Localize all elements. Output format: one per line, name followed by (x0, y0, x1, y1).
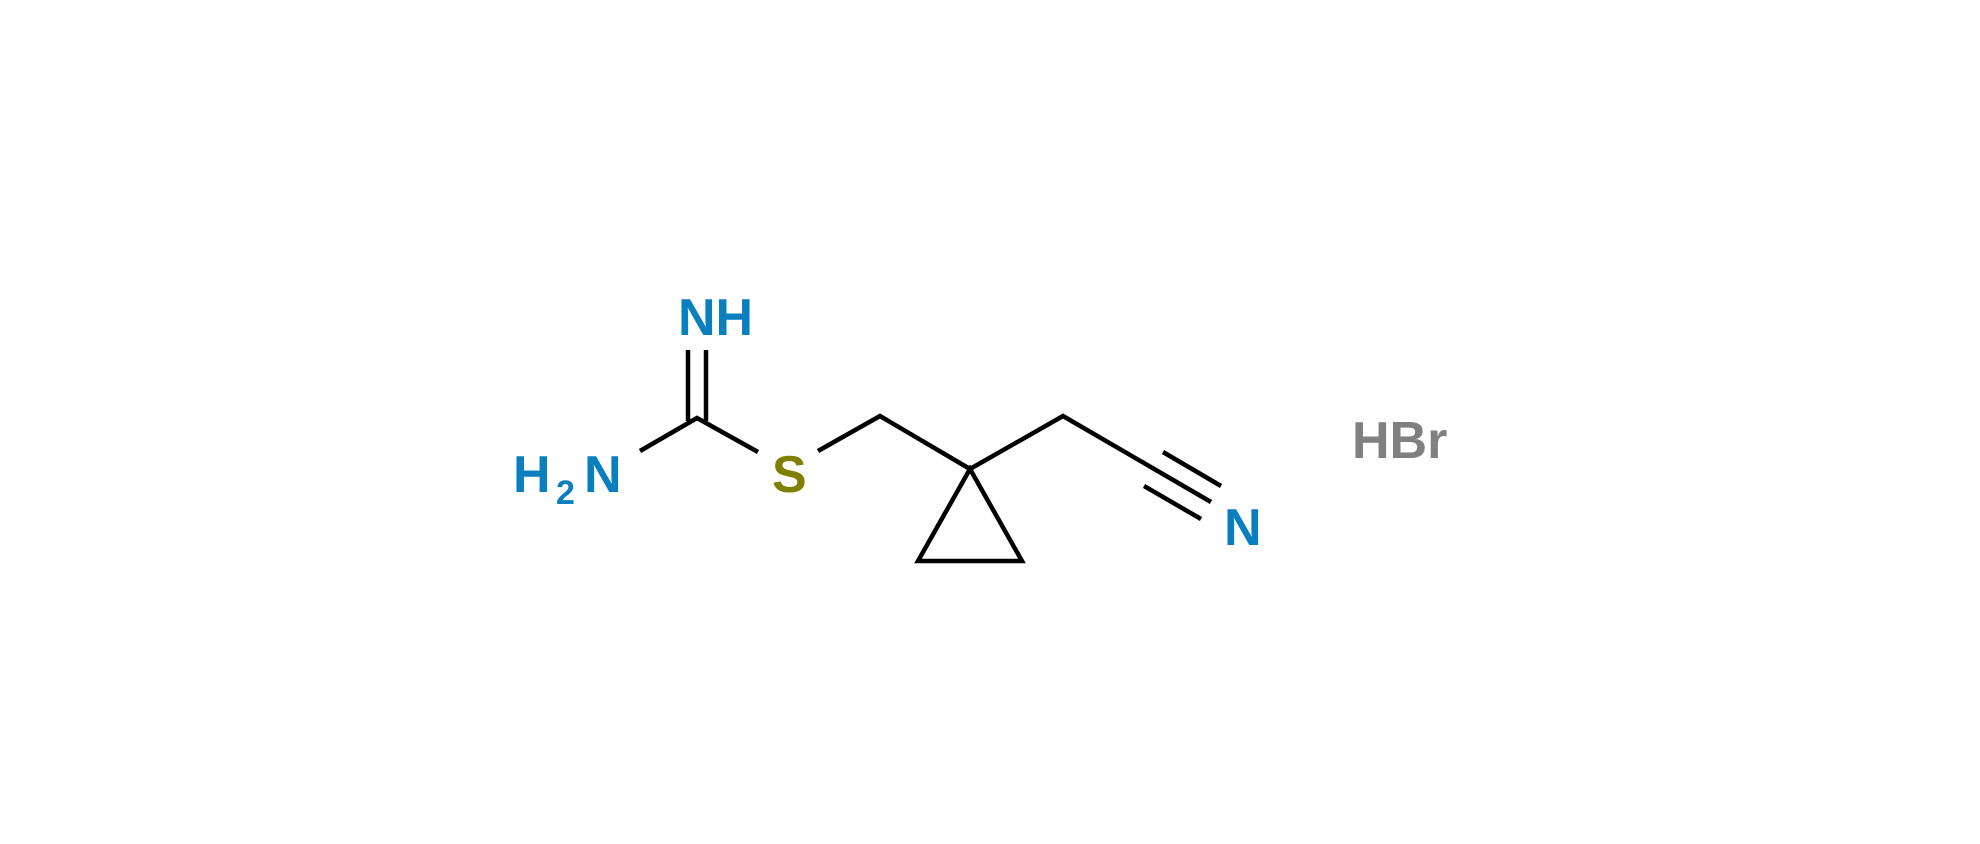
bond-s-ch2-c (816, 413, 972, 471)
amine-subscript: 2 (556, 474, 575, 512)
nitrile-n-label: N (1224, 499, 1262, 557)
bond-triple-lower (1142, 484, 1203, 521)
bonds (638, 350, 1223, 564)
amine-n-label: N (584, 446, 622, 504)
atom-labels: NH H 2 N S N HBr (513, 289, 1447, 557)
bond-c-ch2-cn (968, 413, 1213, 504)
amine-h-label: H (513, 446, 551, 504)
salt-label: HBr (1352, 412, 1447, 470)
bond-h2n-c-s (638, 415, 760, 454)
sulfur-label: S (772, 446, 807, 504)
bond-triple-upper (1161, 450, 1223, 488)
imine-label: NH (678, 289, 753, 347)
cyclopropane-ring (914, 464, 1026, 564)
